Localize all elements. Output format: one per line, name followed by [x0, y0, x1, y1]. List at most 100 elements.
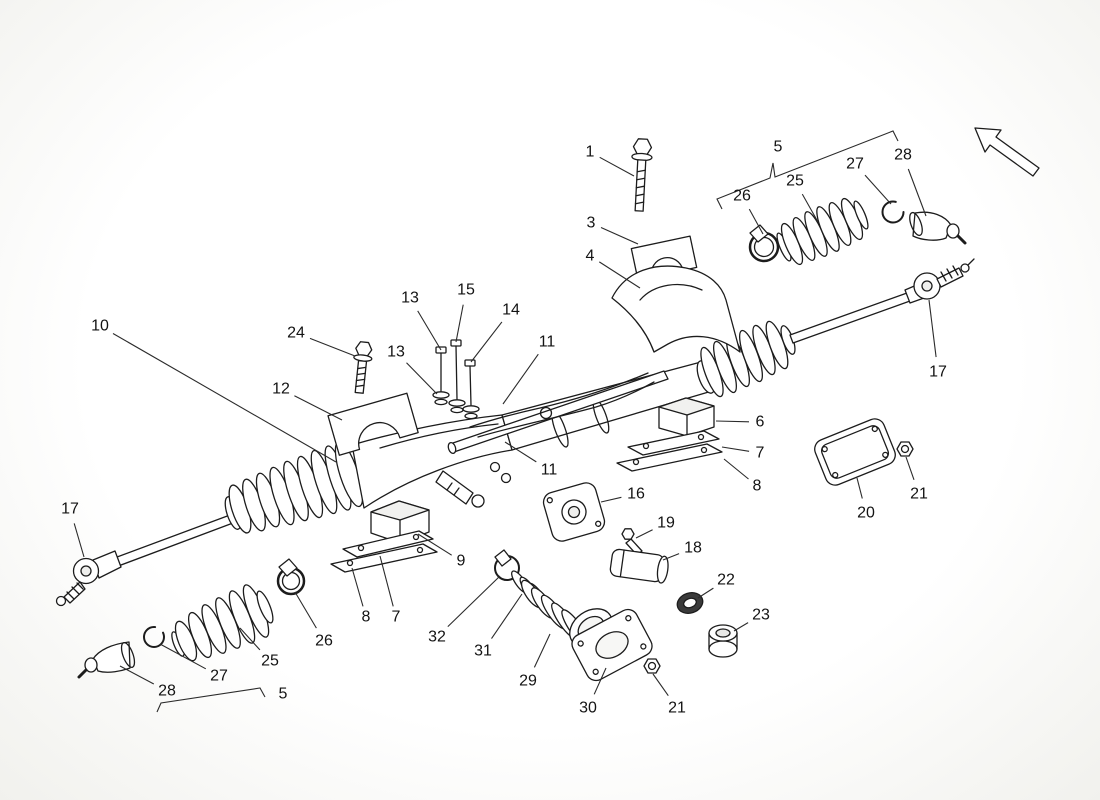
group-bracket-5-0 [716, 130, 899, 210]
part-number-label-21: 21 [910, 486, 928, 503]
tie-rod-end-right [904, 258, 975, 304]
part-16-flange [542, 482, 606, 542]
leader-line-part-21 [905, 456, 915, 480]
part-number-label-26: 26 [733, 188, 751, 205]
leader-line-part-23 [733, 622, 749, 632]
part-number-label-30: 30 [579, 700, 597, 717]
part-number-label-28: 28 [894, 147, 912, 164]
part-21-nut-right [896, 441, 914, 457]
inner-tie-rod-left [108, 514, 234, 569]
leader-line-part-7 [721, 446, 750, 452]
tie-rod-end-left [55, 550, 122, 607]
part-number-label-7: 7 [392, 609, 401, 626]
part-number-label-19: 19 [657, 515, 675, 532]
part-25-boot-bottom [171, 584, 274, 662]
part-28-plug-bottom [77, 641, 136, 679]
part-number-label-32: 32 [428, 629, 446, 646]
leader-line-part-15 [455, 304, 464, 343]
part-8-shim-plate-bottom [330, 543, 438, 573]
part-7-shim-plate-right [627, 430, 720, 456]
part-number-label-11: 11 [539, 334, 556, 351]
part-30-gasket-plate [571, 608, 653, 682]
part-number-label-20: 20 [857, 505, 875, 522]
part-4-bracket [611, 265, 741, 353]
leader-line-part-17 [928, 299, 937, 358]
leader-line-part-11 [504, 441, 537, 463]
part-26-clamp-bottom [276, 558, 306, 596]
part-12-clamp [327, 392, 419, 456]
part-number-label-26: 26 [315, 633, 333, 650]
part-number-label-12: 12 [272, 381, 290, 398]
part-27-ring-bottom [143, 626, 165, 648]
leader-line-part-31 [491, 593, 523, 639]
leader-line-part-21 [652, 673, 669, 697]
part-6-mounting-block [658, 397, 715, 437]
group-label-5-0: 5 [774, 139, 783, 156]
leader-line-part-13 [406, 362, 438, 395]
part-number-label-8: 8 [362, 609, 371, 626]
leader-line-part-26 [294, 591, 317, 629]
part-number-label-10: 10 [91, 318, 109, 335]
part-7-shim-plate-bottom [342, 530, 434, 558]
part-number-label-28: 28 [158, 683, 176, 700]
part-32-clamp [494, 549, 520, 581]
part-1-bolt [631, 138, 653, 212]
part-26-clamp-top [748, 224, 780, 263]
part-number-label-4: 4 [586, 248, 595, 265]
leader-line-part-10 [112, 333, 337, 463]
part-21-nut-bottom [643, 658, 661, 674]
part-number-label-13: 13 [401, 290, 419, 307]
part-number-label-16: 16 [627, 486, 645, 503]
part-24-bolt [353, 341, 373, 394]
leader-line-part-12 [294, 395, 343, 421]
leader-line-part-8 [351, 567, 364, 607]
hydraulic-pipes [469, 372, 655, 438]
group-label-5-1: 5 [279, 686, 288, 703]
leader-line-part-28 [907, 168, 927, 217]
leader-line-part-26 [748, 208, 764, 235]
stud-15 [448, 339, 466, 414]
leader-line-part-22 [697, 587, 714, 599]
part-22-lock-ring [676, 592, 704, 614]
part-number-label-14: 14 [502, 302, 520, 319]
part-20-cover-plate [814, 418, 896, 486]
direction-arrow-icon [974, 127, 1040, 177]
leader-line-part-24 [309, 337, 356, 357]
rack-boot-left [224, 445, 352, 534]
part-number-label-23: 23 [752, 607, 770, 624]
inner-tie-rod-right [789, 292, 911, 344]
part-number-label-9: 9 [457, 553, 466, 570]
stud-14 [462, 359, 480, 420]
leader-line-part-19 [635, 529, 653, 539]
part-number-label-22: 22 [717, 572, 735, 589]
part-number-label-27: 27 [210, 668, 228, 685]
part-number-label-25: 25 [261, 653, 279, 670]
leader-line-part-13 [417, 310, 442, 351]
part-number-label-1: 1 [586, 144, 595, 161]
part-number-label-21: 21 [668, 700, 686, 717]
part-18-valve-body [609, 548, 669, 584]
part-25-boot-top [776, 197, 869, 266]
part-number-label-11: 11 [541, 462, 558, 479]
part-number-label-24: 24 [287, 325, 305, 342]
rack-bar [447, 370, 669, 454]
leader-line-part-17 [73, 523, 85, 558]
part-number-label-7: 7 [756, 445, 765, 462]
leader-line-part-18 [662, 553, 680, 561]
leader-line-part-25 [801, 193, 819, 223]
leader-line-part-20 [856, 477, 863, 499]
part-27-ring-top [881, 200, 905, 224]
part-19-bolt [621, 528, 643, 556]
part-number-label-27: 27 [846, 156, 864, 173]
leader-line-part-29 [533, 633, 551, 668]
part-23-bushing [708, 624, 738, 658]
leader-line-part-25 [239, 627, 261, 651]
leader-line-part-14 [470, 321, 503, 363]
group-bracket-5-1 [156, 687, 266, 713]
leader-line-part-6 [715, 420, 750, 423]
part-number-label-8: 8 [753, 478, 762, 495]
part-number-label-18: 18 [684, 540, 702, 557]
leader-line-part-27 [864, 174, 892, 205]
